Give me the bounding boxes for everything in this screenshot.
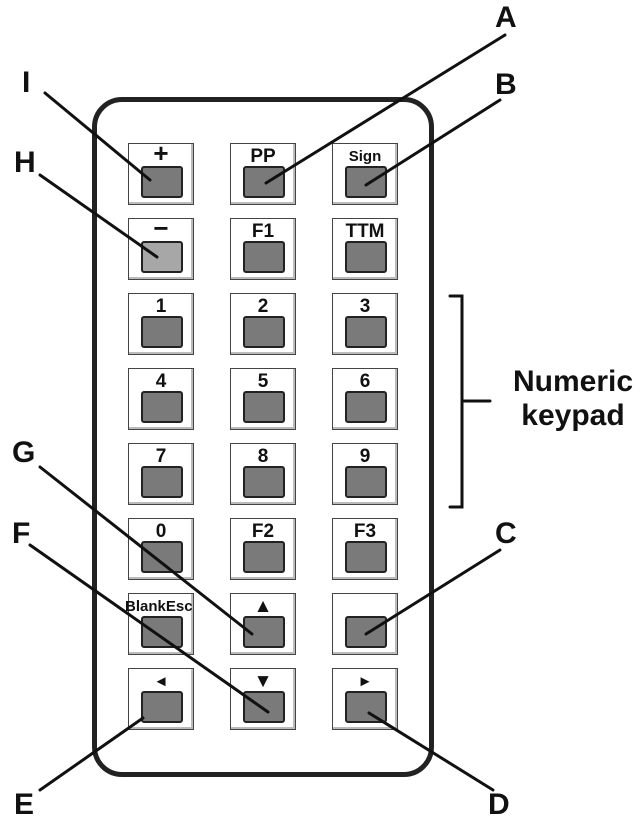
left-arrow-icon: ◄: [153, 673, 169, 690]
key-label: 1: [155, 296, 167, 317]
button-minus: [141, 241, 183, 273]
key-4: 4: [128, 368, 194, 430]
button-0: [141, 541, 183, 573]
button-c: [345, 616, 387, 648]
button-ttm: [345, 241, 387, 273]
key-8: 8: [230, 443, 296, 505]
button-1: [141, 316, 183, 348]
callout-c: C: [495, 517, 517, 550]
callout-f: F: [12, 517, 31, 550]
key-7: 7: [128, 443, 194, 505]
callout-g: G: [12, 436, 36, 469]
key-label: 9: [359, 446, 371, 467]
key-ttm: TTM: [332, 218, 398, 280]
key-f2: F2: [230, 518, 296, 580]
key-1: 1: [128, 293, 194, 355]
callout-b: B: [495, 68, 517, 101]
key-label: F1: [251, 221, 275, 242]
numeric-keypad-bracket: [448, 294, 464, 509]
key-3: 3: [332, 293, 398, 355]
button-blank-esc: [141, 616, 183, 648]
key-label: 2: [257, 296, 269, 317]
leader-line-h: [38, 173, 159, 259]
leader-line-i: [43, 91, 152, 182]
key-label: TTM: [345, 221, 385, 242]
button-f1: [243, 241, 285, 273]
key-label: PP: [250, 146, 276, 167]
numeric-keypad-caption: Numeric keypad: [503, 365, 640, 433]
leader-line-c: [364, 548, 502, 636]
key-plus: +: [128, 138, 194, 205]
leader-line-b: [364, 98, 502, 187]
up-arrow-icon: ▲: [253, 596, 273, 617]
callout-e: E: [14, 788, 35, 821]
key-label: 5: [257, 371, 269, 392]
callout-a: A: [495, 1, 517, 34]
leader-line-f: [28, 543, 270, 714]
key-9: 9: [332, 443, 398, 505]
button-6: [345, 391, 387, 423]
button-pp: [243, 166, 285, 198]
leader-line-a: [264, 33, 507, 185]
button-f2: [243, 541, 285, 573]
key-label: BlankEsc: [125, 598, 193, 615]
key-sign: Sign: [332, 143, 398, 205]
key-down: ▼: [230, 668, 296, 730]
down-arrow-icon: ▼: [253, 671, 273, 692]
button-9: [345, 466, 387, 498]
leader-line-d: [367, 711, 495, 792]
key-unlabeled: [332, 593, 398, 655]
key-label: 7: [155, 446, 167, 467]
key-pp: PP: [230, 143, 296, 205]
leader-line-g: [38, 465, 254, 636]
key-label: F3: [353, 521, 377, 542]
button-down: [243, 691, 285, 723]
key-up: ▲: [230, 593, 296, 655]
button-left: [141, 691, 183, 723]
key-label: 3: [359, 296, 371, 317]
key-f3: F3: [332, 518, 398, 580]
key-minus: −: [128, 213, 194, 280]
caption-line-2: keypad: [521, 399, 625, 432]
button-f3: [345, 541, 387, 573]
key-label: 6: [359, 371, 371, 392]
callout-h: H: [14, 146, 36, 179]
button-3: [345, 316, 387, 348]
button-plus: [141, 166, 183, 198]
button-5: [243, 391, 285, 423]
right-arrow-icon: ►: [357, 673, 373, 690]
key-right: ►: [332, 668, 398, 730]
button-sign: [345, 166, 387, 198]
key-label: +: [153, 138, 169, 168]
key-label: 4: [155, 371, 167, 392]
key-label: F2: [251, 521, 275, 542]
key-blank-esc: BlankEsc: [125, 593, 194, 655]
callout-i: I: [22, 66, 31, 99]
button-4: [141, 391, 183, 423]
button-7: [141, 466, 183, 498]
key-label: −: [153, 213, 169, 243]
caption-line-1: Numeric: [512, 365, 634, 398]
remote-body: [92, 97, 434, 777]
callout-d: D: [488, 788, 510, 821]
key-5: 5: [230, 368, 296, 430]
key-label: Sign: [348, 148, 382, 165]
button-8: [243, 466, 285, 498]
key-label: 0: [155, 521, 167, 542]
key-f1: F1: [230, 218, 296, 280]
button-2: [243, 316, 285, 348]
leader-line-e: [38, 716, 145, 792]
key-label: 8: [257, 446, 269, 467]
key-0: 0: [128, 518, 194, 580]
key-6: 6: [332, 368, 398, 430]
button-up: [243, 616, 285, 648]
button-right: [345, 691, 387, 723]
key-2: 2: [230, 293, 296, 355]
